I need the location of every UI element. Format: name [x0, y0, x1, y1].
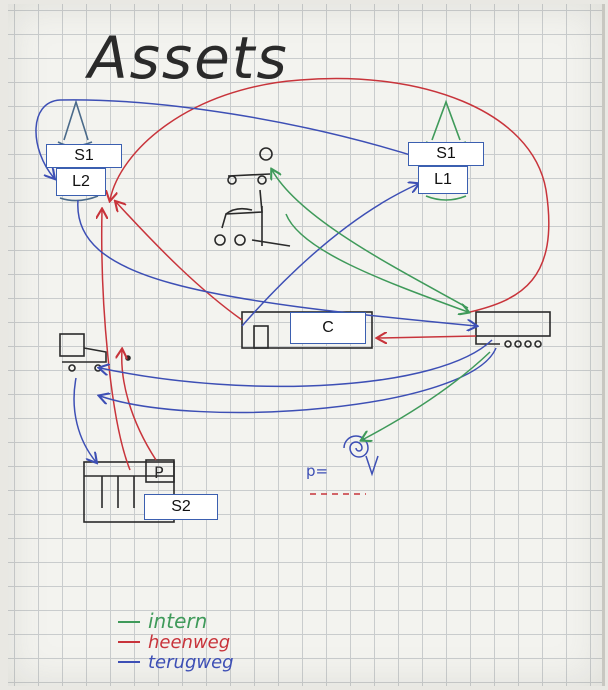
- legend-intern-label: intern: [148, 609, 207, 633]
- terugweg-lines: [35, 99, 497, 462]
- label-bottom-left-s2: S2: [144, 494, 218, 520]
- label-top-right-s1: S1: [408, 142, 484, 166]
- truck-right-icon: [475, 311, 551, 348]
- intern-lines: [272, 170, 491, 440]
- store-s2-sketch: [83, 459, 175, 523]
- grid-paper-sheet: [8, 4, 605, 686]
- label-top-right-l1: L1: [418, 166, 468, 194]
- label-top-left-s1: S1: [46, 144, 122, 168]
- legend-heenweg-label: heenweg: [148, 632, 230, 653]
- legend: intern heenweg terugweg: [118, 609, 234, 673]
- pump-spiral-icon: [343, 435, 379, 477]
- tractor-icon: [214, 147, 291, 247]
- heenweg-lines: [102, 77, 550, 471]
- pump-note: p=: [306, 462, 328, 480]
- diagram-title: Assets: [84, 24, 289, 92]
- label-center-c: C: [290, 312, 366, 344]
- label-top-left-l2: L2: [56, 168, 106, 196]
- truck-left-icon: [59, 333, 131, 372]
- legend-terugweg-label: terugweg: [148, 652, 234, 673]
- store-sign-p: P: [154, 463, 164, 482]
